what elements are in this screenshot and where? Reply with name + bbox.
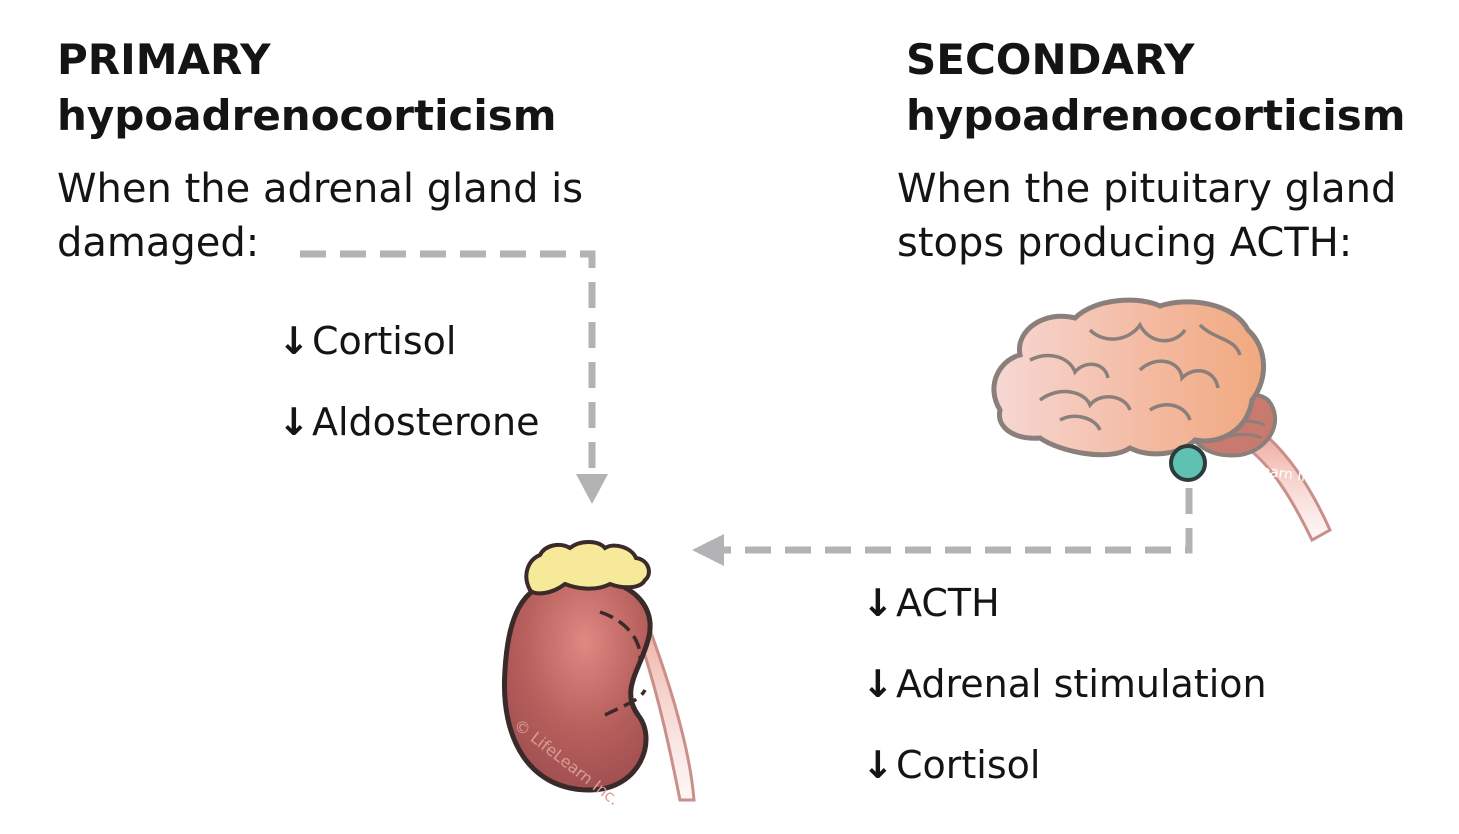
primary-connector-arrow (300, 250, 608, 504)
primary-description-line2: damaged: (57, 220, 260, 266)
adrenal-gland (524, 540, 651, 596)
brain-illustration (991, 297, 1332, 543)
secondary-description-line1: When the pituitary gland (897, 166, 1397, 212)
down-arrow-icon: ↓ (862, 662, 894, 706)
effect-label: Cortisol (896, 743, 1041, 787)
secondary-heading-line1: SECONDARY (906, 35, 1195, 84)
primary-effect-cortisol: ↓ Cortisol (278, 318, 456, 364)
secondary-connector-arrow (692, 488, 1193, 566)
secondary-effect-acth: ↓ ACTH (862, 580, 1000, 626)
down-arrow-icon: ↓ (278, 400, 310, 444)
primary-description-line1: When the adrenal gland is (57, 166, 584, 212)
secondary-heading-line2: hypoadrenocorticism (906, 91, 1406, 140)
secondary-description-line2: stops producing ACTH: (897, 220, 1353, 266)
effect-label: Adrenal stimulation (896, 662, 1267, 706)
down-arrow-icon: ↓ (862, 743, 894, 787)
effect-label: Aldosterone (312, 400, 540, 444)
pituitary-gland-marker (1169, 444, 1207, 482)
down-arrow-icon: ↓ (862, 581, 894, 625)
secondary-effect-adrenal-stimulation: ↓ Adrenal stimulation (862, 661, 1267, 707)
effect-label: ACTH (896, 581, 1000, 625)
effect-label: Cortisol (312, 319, 457, 363)
primary-effect-aldosterone: ↓ Aldosterone (278, 399, 540, 445)
primary-heading-line1: PRIMARY (57, 35, 271, 84)
secondary-effect-cortisol: ↓ Cortisol (862, 742, 1040, 788)
down-arrow-icon: ↓ (278, 319, 310, 363)
kidney-illustration (501, 540, 696, 802)
primary-heading-line2: hypoadrenocorticism (57, 91, 557, 140)
